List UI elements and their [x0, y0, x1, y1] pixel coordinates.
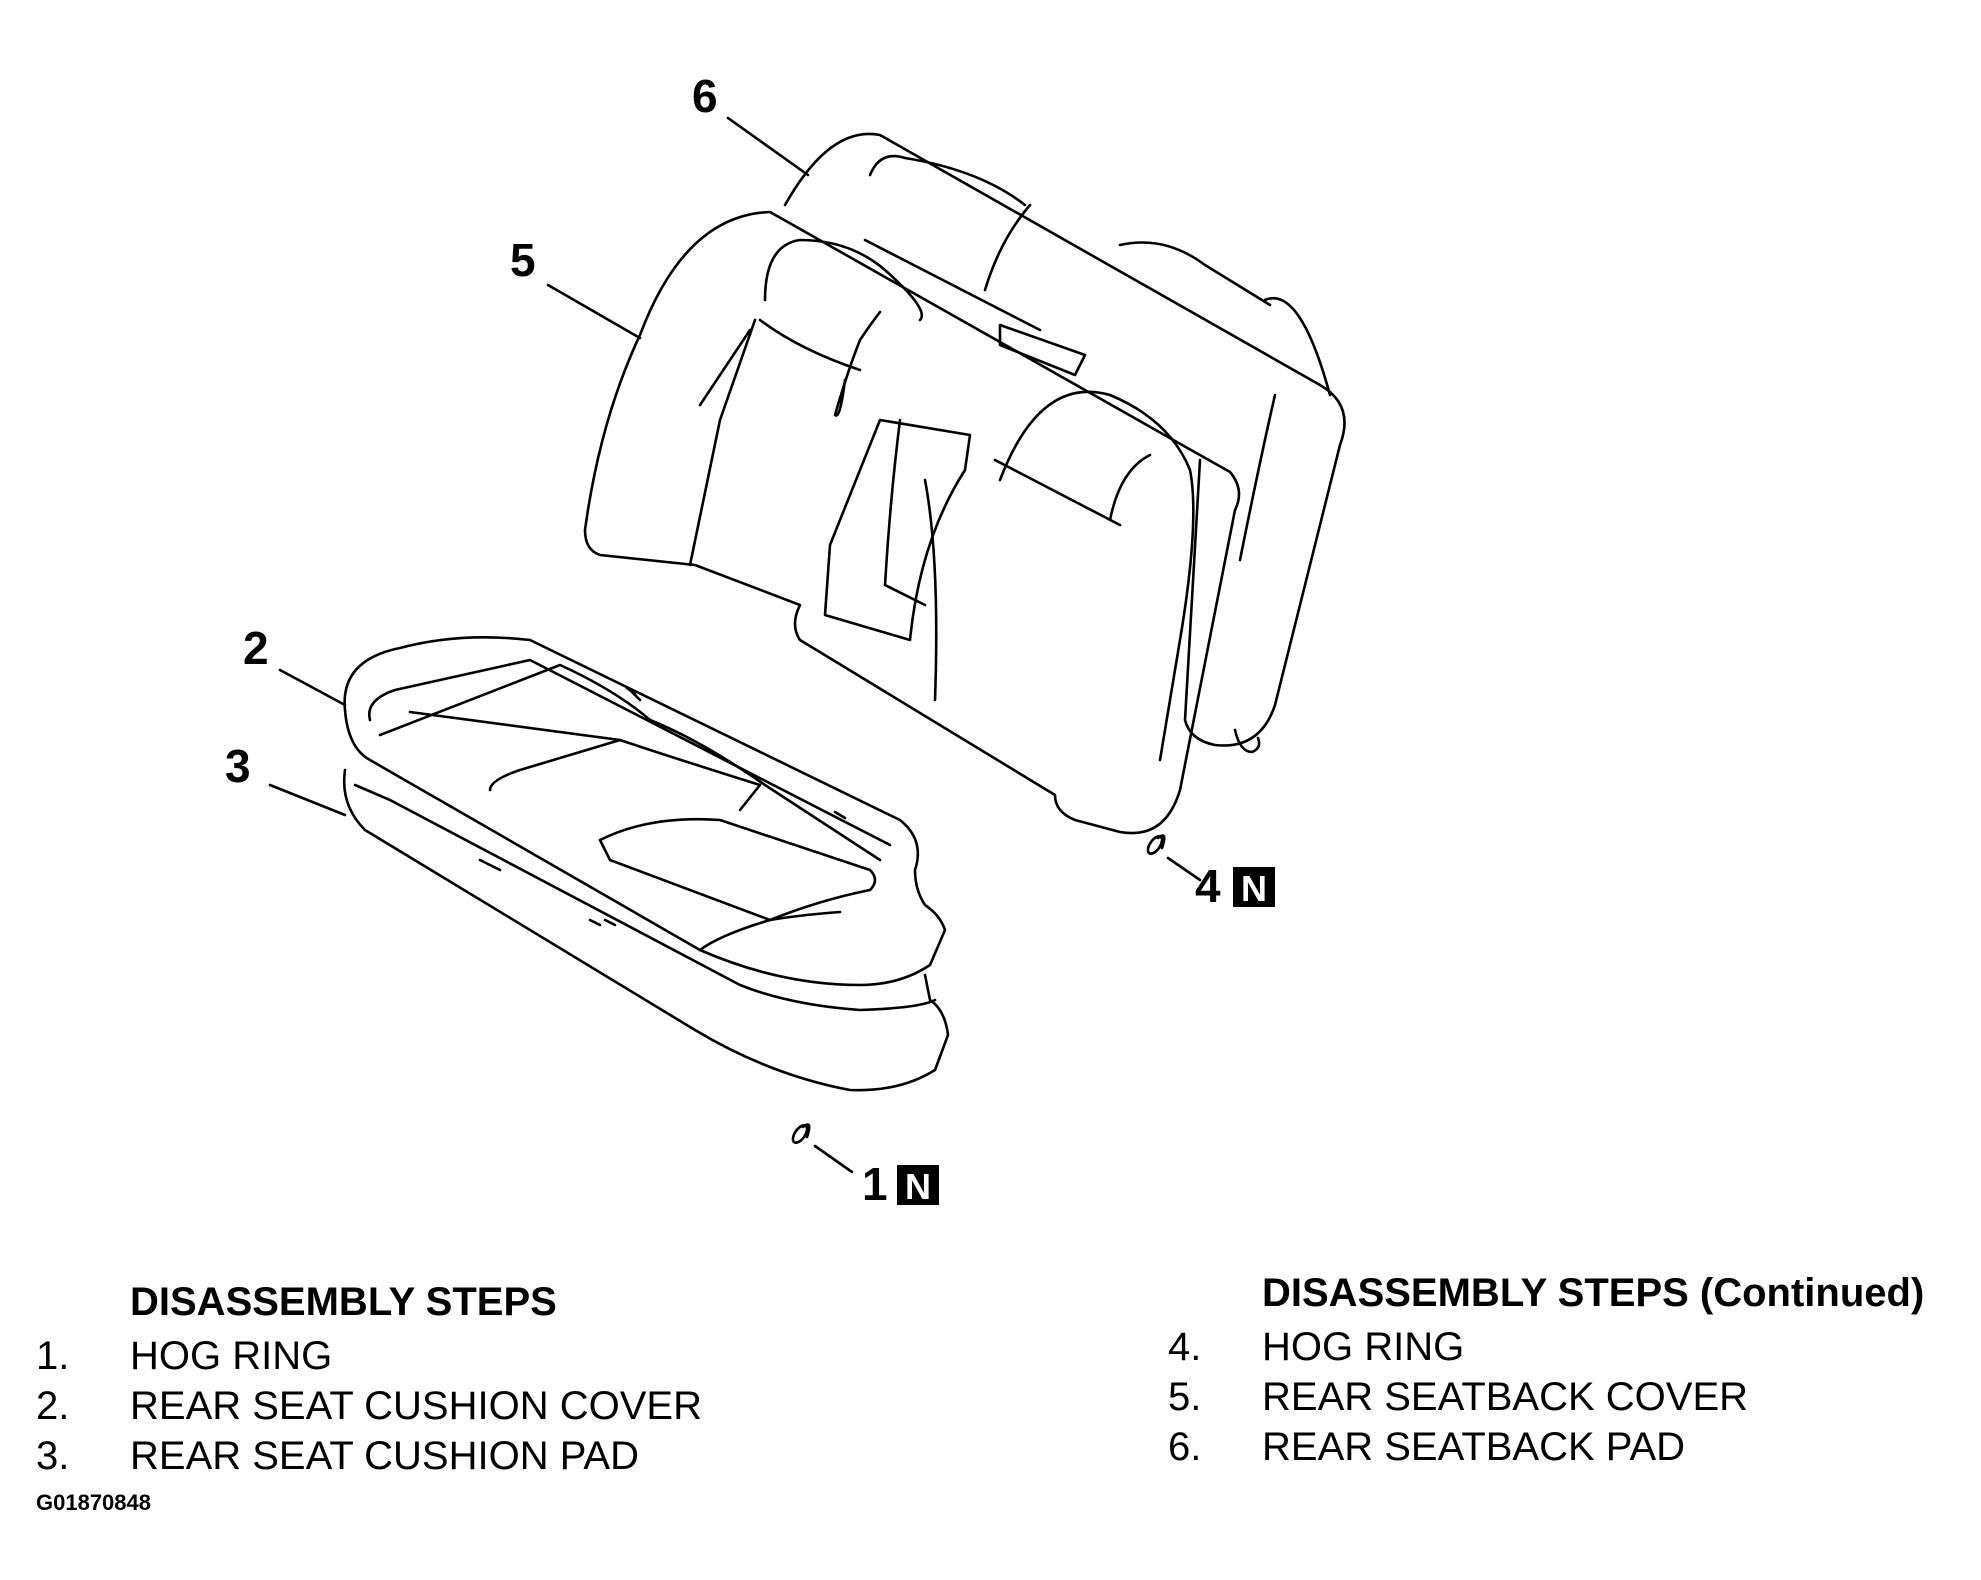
- callout-4: 4: [1195, 860, 1221, 912]
- step-number: 5.: [1168, 1375, 1202, 1419]
- step-label: HOG RING: [1262, 1325, 1465, 1369]
- hog-ring-1: [791, 1123, 811, 1144]
- new-part-tag-4: N: [1233, 867, 1275, 909]
- hog-ring-4: [1146, 834, 1166, 855]
- leader-line-1: [813, 1144, 854, 1174]
- callout-1: 1: [862, 1158, 888, 1210]
- steps-continued-heading: DISASSEMBLY STEPS (Continued): [1262, 1271, 1925, 1315]
- step-number: 6.: [1168, 1425, 1202, 1469]
- step-label: REAR SEATBACK PAD: [1262, 1425, 1686, 1469]
- step-number: 2.: [36, 1384, 70, 1428]
- leader-line-4: [1166, 856, 1202, 882]
- step-item: 3. REAR SEAT CUSHION PAD: [36, 1431, 702, 1481]
- leader-line-3: [268, 783, 347, 817]
- rear-seat-cushion-pad: [342, 768, 950, 1092]
- rear-seatback-cover: [583, 210, 1241, 835]
- figure-id: G01870848: [36, 1490, 151, 1515]
- step-label: REAR SEAT CUSHION COVER: [130, 1384, 702, 1428]
- leader-line-6: [726, 116, 810, 177]
- step-number: 4.: [1168, 1325, 1202, 1369]
- step-label: REAR SEATBACK COVER: [1262, 1375, 1749, 1419]
- svg-text:N: N: [905, 1166, 931, 1207]
- svg-text:N: N: [1241, 868, 1267, 909]
- step-item: 5. REAR SEATBACK COVER: [1168, 1372, 1924, 1422]
- callout-6: 6: [692, 70, 718, 122]
- callout-5: 5: [510, 234, 536, 286]
- rear-seat-cushion-cover: [343, 636, 947, 987]
- step-label: REAR SEAT CUSHION PAD: [130, 1434, 639, 1478]
- steps-heading: DISASSEMBLY STEPS: [130, 1280, 557, 1324]
- leader-line-5: [546, 283, 642, 340]
- disassembly-steps-list: DISASSEMBLY STEPS 1. HOG RING 2. REAR SE…: [36, 1277, 702, 1481]
- leader-line-2: [278, 668, 347, 707]
- new-part-tag-1: N: [897, 1165, 939, 1207]
- disassembly-steps-continued-list: DISASSEMBLY STEPS (Continued) 4. HOG RIN…: [1168, 1268, 1924, 1472]
- step-item: 2. REAR SEAT CUSHION COVER: [36, 1381, 702, 1431]
- step-label: HOG RING: [130, 1334, 333, 1378]
- rear-seatback-pad: [783, 132, 1346, 754]
- step-item: 4. HOG RING: [1168, 1322, 1924, 1372]
- step-item: 6. REAR SEATBACK PAD: [1168, 1422, 1924, 1472]
- step-number: 1.: [36, 1334, 70, 1378]
- callout-3: 3: [225, 740, 251, 792]
- step-number: 3.: [36, 1434, 70, 1478]
- callout-2: 2: [243, 622, 269, 674]
- step-item: 1. HOG RING: [36, 1331, 702, 1381]
